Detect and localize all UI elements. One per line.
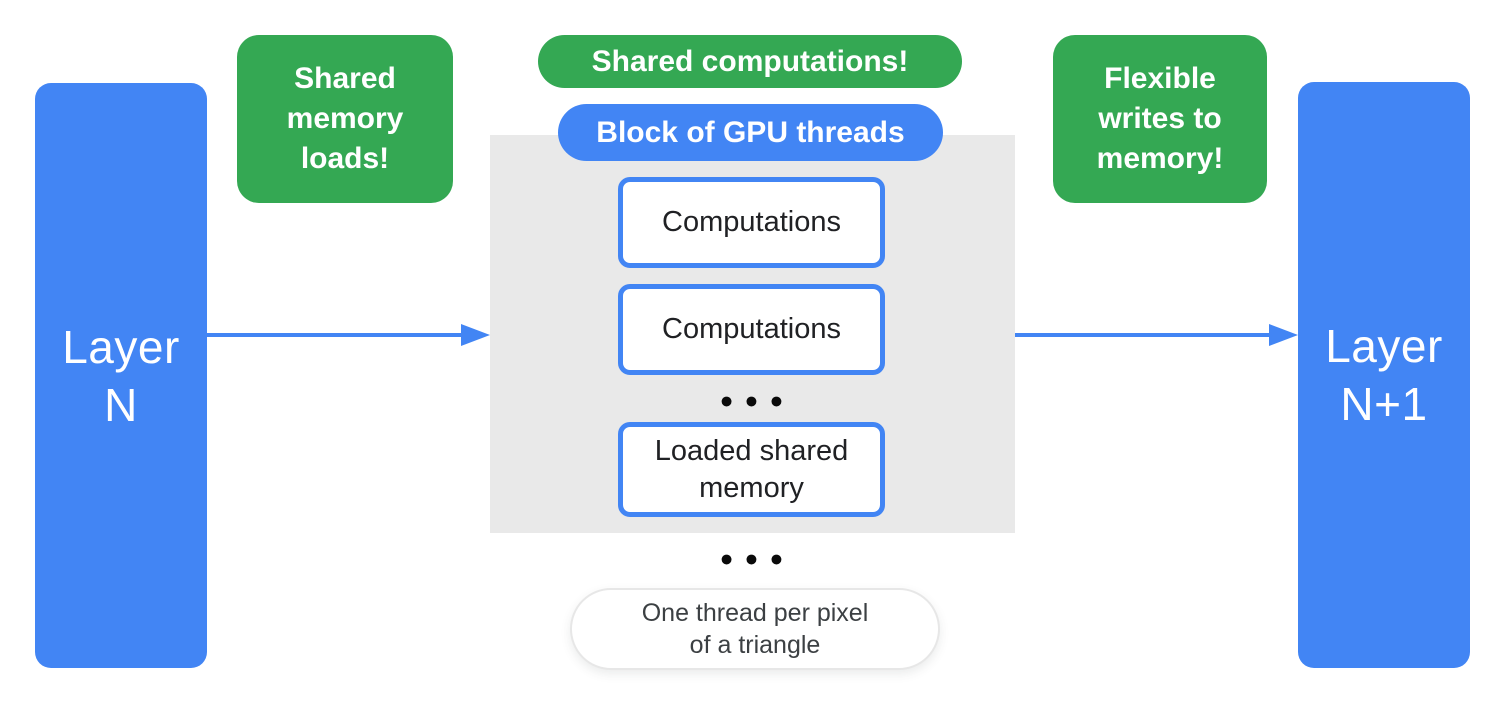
layer-n-box: Layer N: [35, 83, 207, 668]
layer-n-plus-1-box: Layer N+1: [1298, 82, 1470, 668]
callout-shared-computations: Shared computations!: [538, 35, 962, 88]
one-thread-note-pill: One thread per pixel of a triangle: [570, 588, 940, 670]
loaded-shared-memory-box: Loaded shared memory: [618, 422, 885, 517]
callout-flexible-writes: Flexible writes to memory!: [1053, 35, 1267, 203]
callout-shared-memory-loads: Shared memory loads!: [237, 35, 453, 203]
arrow-layer-n-to-block-icon: [207, 324, 490, 346]
gpu-threads-title-pill: Block of GPU threads: [558, 104, 943, 161]
computations-box-2: Computations: [618, 284, 885, 375]
ellipsis-dots-below: ●●●: [719, 544, 795, 571]
arrow-block-to-layer-n-plus-1-icon: [1015, 324, 1298, 346]
ellipsis-dots-inside: ●●●: [719, 386, 795, 413]
computations-box-1: Computations: [618, 177, 885, 268]
